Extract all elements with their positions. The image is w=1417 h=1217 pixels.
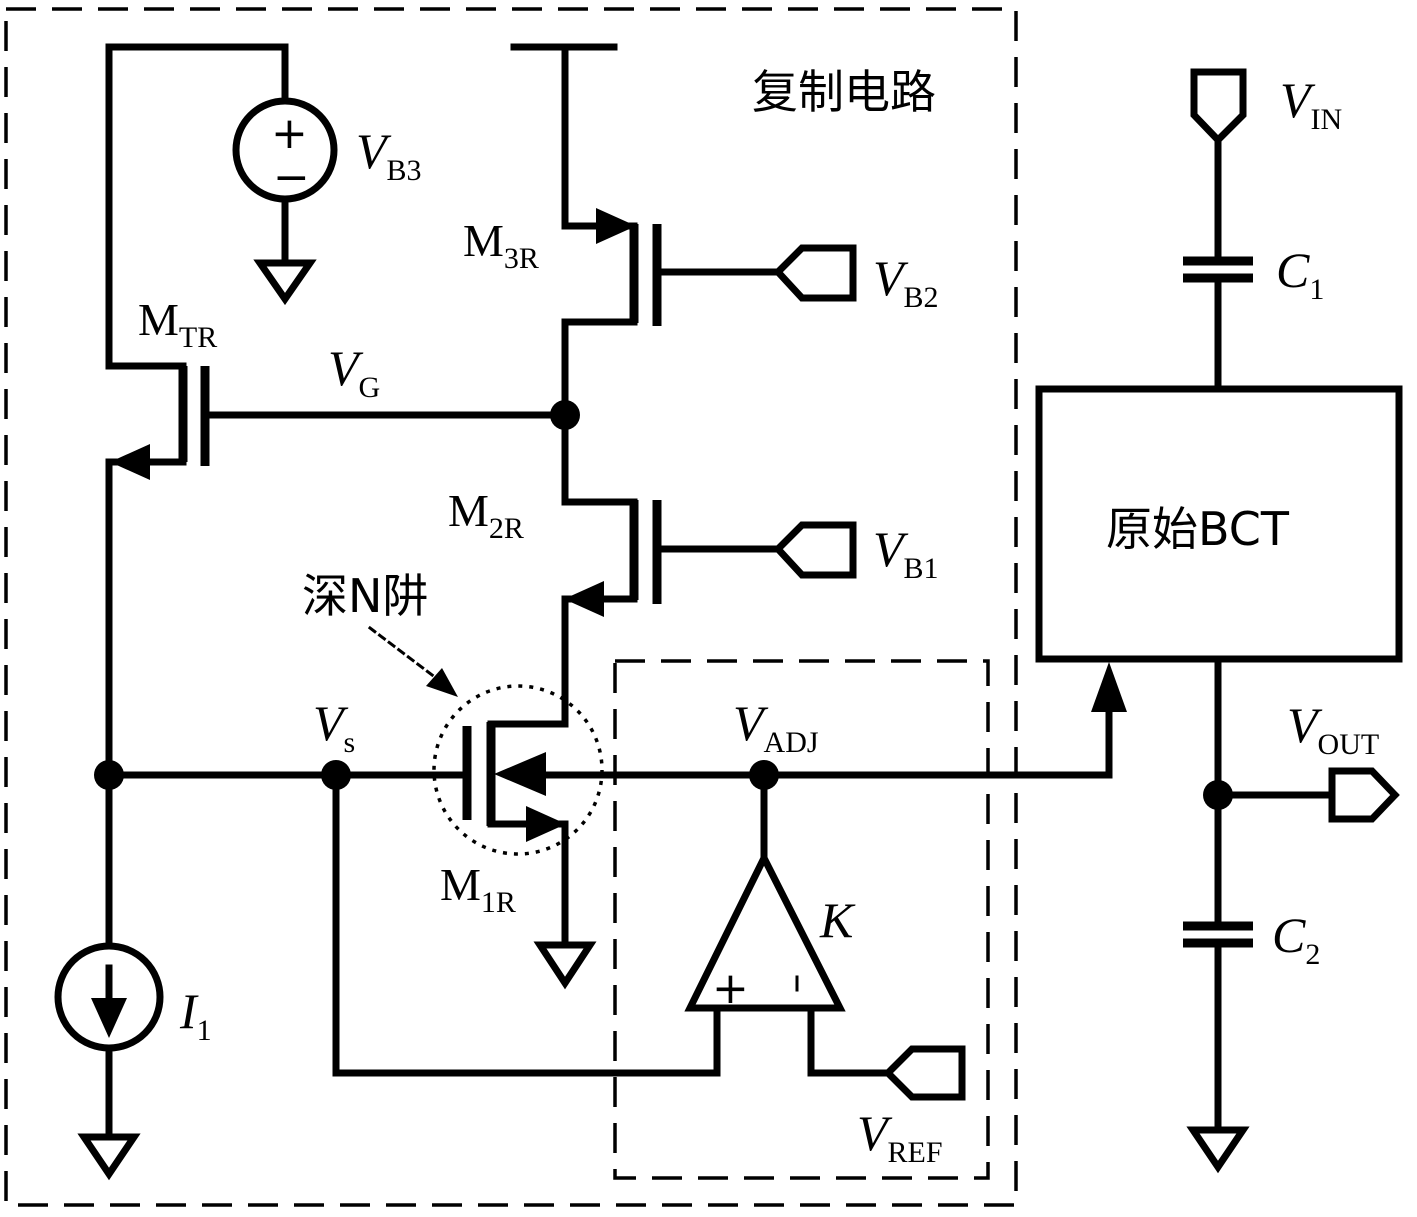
m2r-upper-wire xyxy=(561,411,638,506)
m2r-source-arrow xyxy=(564,581,604,617)
deep-nwell-circle xyxy=(432,684,604,856)
deep-nwell-pointer-arrow xyxy=(426,668,458,697)
c1-label: C1 xyxy=(1276,242,1324,306)
vadj-label: VADJ xyxy=(733,695,819,759)
vb3-minus-sign: − xyxy=(273,152,310,203)
m1r-label: M1R xyxy=(440,859,516,919)
replica-circuit-boundary xyxy=(4,7,1018,1207)
vin-pin xyxy=(1190,68,1247,146)
m1r-body-arrow xyxy=(494,752,546,796)
vb3-top-wire xyxy=(105,43,289,370)
m1r-ground-symbol xyxy=(533,941,597,990)
deep-nwell-pointer-line xyxy=(367,625,447,687)
m3r-label: M3R xyxy=(463,215,539,275)
mtr-label: MTR xyxy=(138,294,217,354)
amp-neg-input-wire xyxy=(807,1004,892,1077)
vref-label: VREF xyxy=(857,1105,943,1169)
vb2-pin xyxy=(773,244,857,302)
vb2-label: VB2 xyxy=(873,250,939,314)
mtr-source-arrow xyxy=(110,444,150,480)
replica-circuit-label: 复制电路 xyxy=(752,65,936,119)
vb3-ground-symbol xyxy=(253,259,317,306)
vg-label: VG xyxy=(328,340,380,404)
vadj-wire xyxy=(542,696,1113,779)
original-bct-label: 原始BCT xyxy=(1106,502,1290,556)
i1-label: I1 xyxy=(179,983,212,1047)
m3r-drain-wire xyxy=(561,43,638,230)
c2-ground-symbol xyxy=(1186,1126,1250,1174)
i1-arrow-head xyxy=(91,998,127,1038)
vadj-arrow xyxy=(1091,662,1127,712)
m3r-source-arrow xyxy=(596,208,636,244)
i1-ground-symbol xyxy=(77,1133,141,1181)
m2r-source-wire xyxy=(487,595,638,728)
vs-label: Vs xyxy=(313,695,355,759)
c2-label: C2 xyxy=(1272,907,1320,971)
amplifier-k xyxy=(684,850,846,1012)
vout-pin xyxy=(1328,767,1400,823)
vb1-pin xyxy=(773,521,857,579)
m1r-drain-out-wire xyxy=(487,820,569,949)
vs-feedback-wire xyxy=(332,771,721,1077)
vb3-plus-sign: + xyxy=(271,108,308,159)
vb1-label: VB1 xyxy=(873,521,939,585)
amp-k-label: K xyxy=(819,892,856,948)
vref-pin xyxy=(883,1045,966,1101)
m2r-label: M2R xyxy=(448,485,524,545)
vb3-source: + − xyxy=(232,97,338,203)
amp-plus-sign: + xyxy=(712,963,749,1014)
m3r-lower-wire xyxy=(561,318,638,419)
deep-nwell-label: 深N阱 xyxy=(302,569,428,623)
vout-label: VOUT xyxy=(1287,697,1379,761)
vin-label: VIN xyxy=(1280,72,1342,136)
left-node xyxy=(94,760,124,790)
m1r-source-arrow xyxy=(526,806,566,842)
vb3-label: VB3 xyxy=(356,123,422,187)
feedback-block-boundary xyxy=(613,659,990,1180)
